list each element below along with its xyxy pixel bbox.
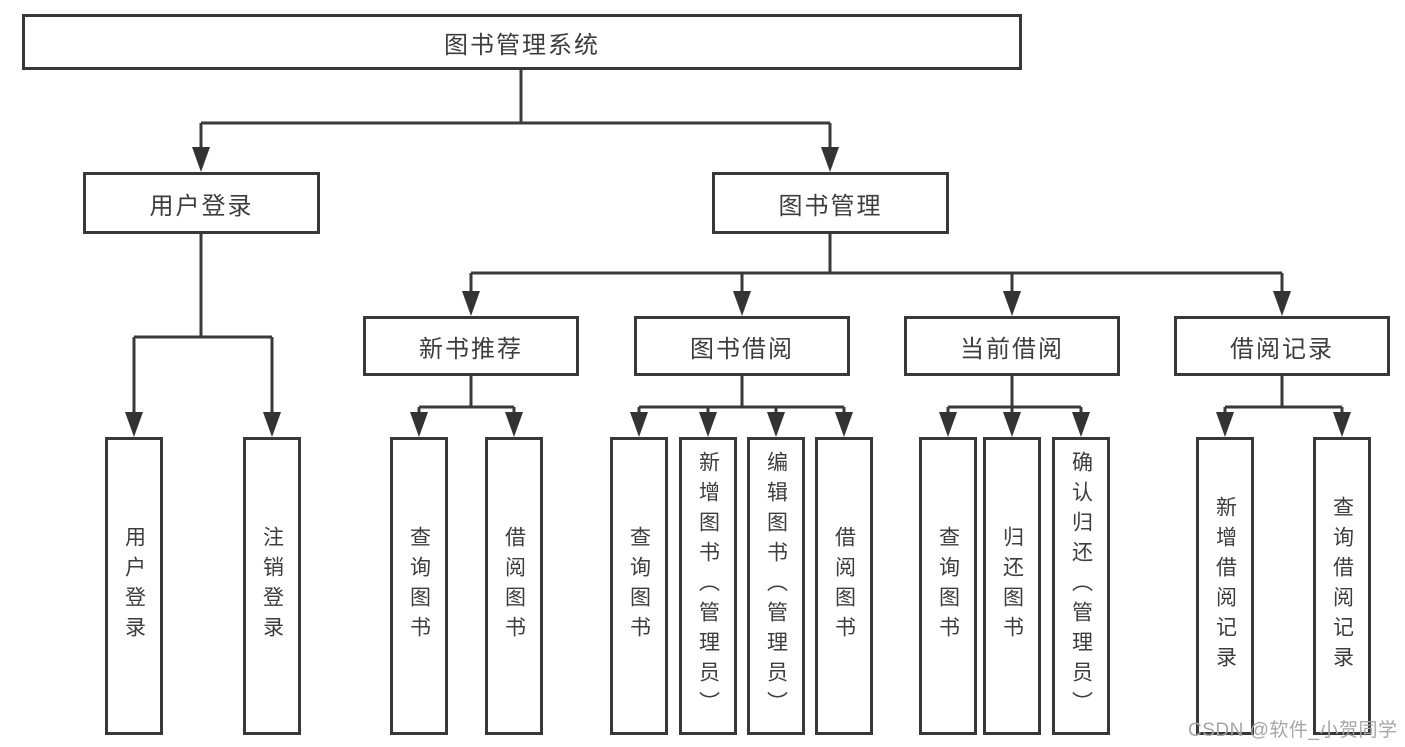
node-book-management: 图书管理 <box>712 172 949 234</box>
node-user-login-action: 用户登录 <box>105 437 163 735</box>
arrowheads <box>125 147 1351 437</box>
node-borrow-books-action: 借阅图书 <box>815 437 873 735</box>
branch-current-borrow <box>946 376 1083 416</box>
arrowhead <box>192 147 210 172</box>
node-add-book-admin: 新增图书（管理员） <box>679 437 737 735</box>
node-logout-action: 注销登录 <box>243 437 301 735</box>
arrowhead <box>125 412 143 437</box>
node-library-system: 图书管理系统 <box>22 14 1022 70</box>
arrowhead <box>733 291 751 316</box>
node-user-login: 用户登录 <box>83 172 320 234</box>
arrowhead <box>939 412 957 437</box>
arrowhead <box>505 412 523 437</box>
node-edit-book-admin: 编辑图书（管理员） <box>747 437 805 735</box>
arrowhead <box>1216 412 1234 437</box>
branch-root-to-level1 <box>199 70 832 150</box>
node-search-books-recommend: 查询图书 <box>390 437 448 735</box>
branch-new-book-recommend <box>417 376 516 416</box>
node-search-books-borrow: 查询图书 <box>610 437 668 735</box>
node-search-books-current: 查询图书 <box>919 437 977 735</box>
branch-borrow-records <box>1223 376 1344 416</box>
arrowhead <box>835 412 853 437</box>
arrowhead <box>263 412 281 437</box>
arrowhead <box>462 291 480 316</box>
arrowhead <box>630 412 648 437</box>
arrowhead <box>821 147 839 172</box>
arrowhead <box>699 412 717 437</box>
arrowhead <box>767 412 785 437</box>
node-confirm-return-admin: 确认归还（管理员） <box>1052 437 1110 735</box>
watermark: CSDN @软件_小贺同学 <box>1188 720 1398 741</box>
node-new-book-recommend: 新书推荐 <box>363 316 579 376</box>
arrowhead <box>410 412 428 437</box>
arrowhead <box>1072 412 1090 437</box>
node-borrow-records: 借阅记录 <box>1174 316 1390 376</box>
node-book-borrow: 图书借阅 <box>634 316 850 376</box>
node-borrow-books-recommend: 借阅图书 <box>485 437 543 735</box>
node-current-borrow: 当前借阅 <box>904 316 1120 376</box>
arrowhead <box>1003 412 1021 437</box>
arrowhead <box>1003 291 1021 316</box>
branch-book-borrow <box>637 376 846 416</box>
branch-book-management <box>469 234 1284 294</box>
arrowhead <box>1273 291 1291 316</box>
node-return-book: 归还图书 <box>983 437 1041 735</box>
wire-lines <box>132 70 1344 416</box>
branch-user-login <box>132 234 274 415</box>
node-add-borrow-record: 新增借阅记录 <box>1196 437 1254 735</box>
node-search-borrow-record: 查询借阅记录 <box>1313 437 1371 735</box>
arrowhead <box>1333 412 1351 437</box>
